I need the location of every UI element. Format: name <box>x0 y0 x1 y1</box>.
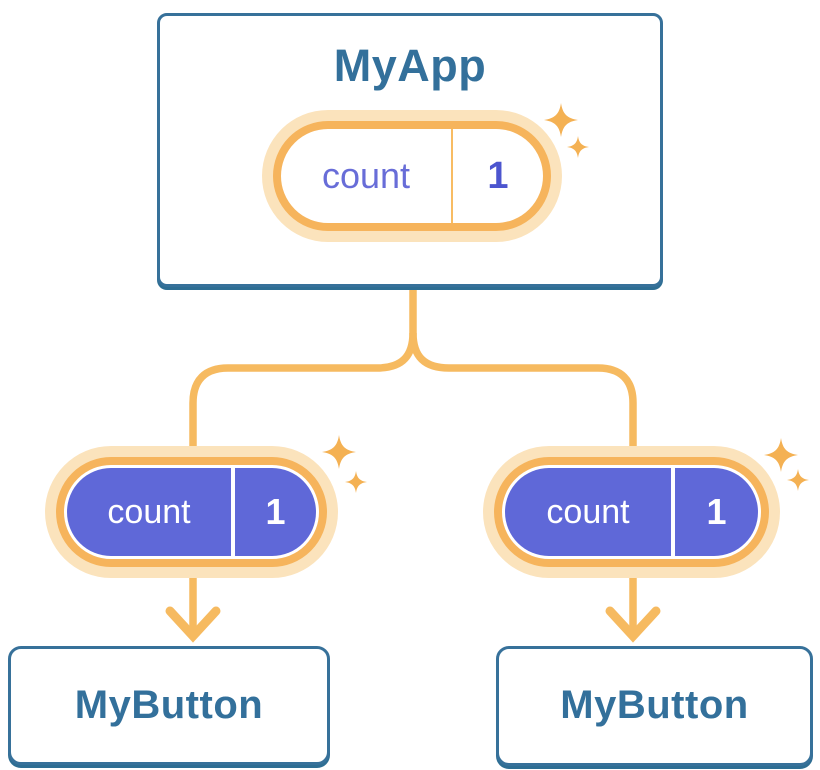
state-pill-value: 1 <box>487 154 509 197</box>
mybutton-title-left: MyButton <box>74 683 264 727</box>
mybutton-card-right <box>496 646 813 766</box>
mybutton-title-right: MyButton <box>560 683 749 727</box>
prop-pill-core: count 1 <box>67 468 316 556</box>
pill-divider <box>231 468 235 556</box>
sparkle-icon <box>764 438 798 472</box>
sparkle-icon <box>345 471 367 493</box>
prop-pill-label: count <box>107 492 191 531</box>
arrow-down-icon <box>605 606 661 643</box>
state-pill-count: count 1 <box>262 110 562 242</box>
prop-pill-count-right: count 1 <box>483 446 780 578</box>
arrow-down-icon <box>165 606 221 643</box>
branch-right-connector <box>409 332 637 462</box>
prop-pill-core: count 1 <box>505 468 758 556</box>
pill-divider <box>451 129 453 223</box>
prop-pill-ring: count 1 <box>56 457 327 567</box>
myapp-title: MyApp <box>333 40 487 91</box>
branch-left-connector <box>189 332 417 462</box>
prop-pill-value: 1 <box>265 491 286 532</box>
state-pill-ring: count 1 <box>273 121 551 231</box>
pill-divider <box>671 468 675 556</box>
sparkle-icon <box>787 469 809 491</box>
mybutton-card-left <box>8 646 330 765</box>
prop-pill-ring: count 1 <box>494 457 769 567</box>
state-pill-label: count <box>321 155 411 196</box>
prop-pill-value: 1 <box>706 491 727 532</box>
prop-pill-label: count <box>546 492 630 531</box>
prop-pill-count-left: count 1 <box>45 446 338 578</box>
sparkle-icon <box>322 435 356 469</box>
